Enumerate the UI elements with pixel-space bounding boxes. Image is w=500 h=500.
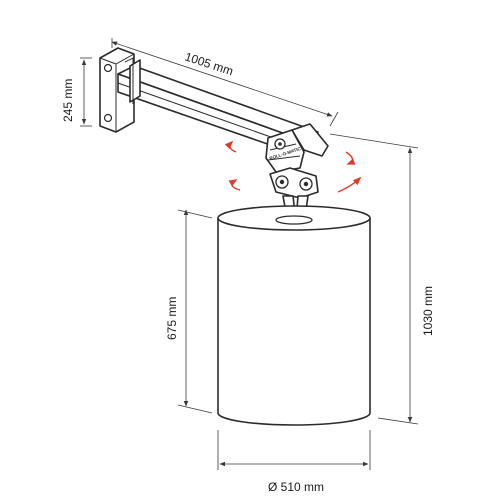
- label-total-height: 1030 mm: [421, 286, 435, 336]
- mount-hole-top: [103, 63, 113, 73]
- curved-double-arrow-icon: [224, 140, 362, 193]
- mount-hole-bottom: [103, 113, 113, 123]
- dimension-drum-height: 675 mm: [165, 209, 213, 414]
- paper-roll-drum: [217, 205, 371, 426]
- label-drum-height: 675 mm: [165, 297, 179, 340]
- label-arm-length: 1005 mm: [183, 50, 235, 79]
- dimension-bracket-height: 245 mm: [61, 57, 92, 127]
- drum-center-hole: [275, 215, 313, 225]
- swivel-joint: ROLL-O-MATIC: [265, 123, 329, 173]
- label-drum-diameter: Ø 510 mm: [268, 480, 324, 494]
- dimension-total-height: 1030 mm: [329, 133, 435, 425]
- dimension-drum-diameter: Ø 510 mm: [217, 430, 371, 494]
- label-bracket-height: 245 mm: [61, 79, 75, 122]
